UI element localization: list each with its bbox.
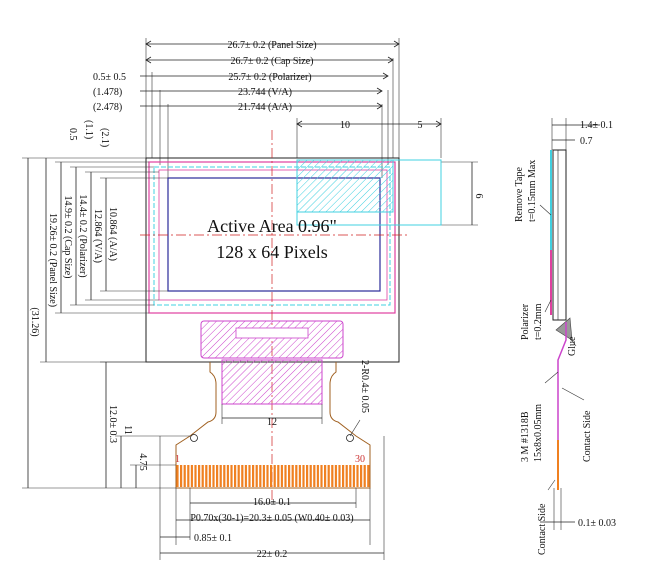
cap-height-label: 14.9± 0.2 (Cap Size) <box>62 196 73 279</box>
width-16-label: 16.0± 0.1 <box>253 497 291 508</box>
cap-width-label: 26.7± 0.2 (Cap Size) <box>231 56 314 67</box>
remove-tape-line2: t=0.15mm Max <box>527 160 538 222</box>
side-fpc <box>557 322 567 485</box>
side-glass <box>552 149 567 321</box>
radius-label: 2-R0.4± 0.05 <box>359 360 370 413</box>
panel-height-label: 19.26± 0.2 (Panel Size) <box>47 213 58 307</box>
width-22-label: 22± 0.2 <box>257 549 288 560</box>
aa-width-label: 21.744 (A/A) <box>238 102 292 113</box>
bottom-dimensions: 16.0± 0.1 P0.70x(30-1)=20.3± 0.05 (W0.40… <box>159 436 385 560</box>
polarizer-line2: t=0.2mm <box>533 303 544 340</box>
dim-6-label: 6 <box>473 194 484 199</box>
dim-21-label: (2.1) <box>99 128 110 147</box>
va-width-label: 23.744 (V/A) <box>238 87 292 98</box>
glue-label: Glue <box>567 336 578 356</box>
side-glue <box>555 317 573 341</box>
polarizer-line1: Polarizer <box>520 303 531 340</box>
dim-10-label: 10 <box>340 120 350 131</box>
fpc-outline <box>175 362 371 489</box>
fpc-hole-left <box>190 434 198 442</box>
va-height-label: 12.864 (V/A) <box>92 209 103 263</box>
active-area <box>167 177 381 292</box>
fpc-width-12-label: 12 <box>267 417 277 428</box>
polarizer-height-label: 14.4± 0.2 (Polarizer) <box>77 194 88 277</box>
side-14-label: 1.4± 0.1 <box>580 120 613 131</box>
va-offset-label: (1.478) <box>93 87 122 98</box>
fpc-475-label: 4.75 <box>137 453 148 471</box>
front-view: Active Area 0.96" 128 x 64 Pixels 1 30 1… <box>140 130 442 500</box>
remove-tape-line1: Remove Tape <box>514 167 525 222</box>
tape-line2: 15x8x0.05mm <box>533 404 544 462</box>
aa-height-label: 10.864 (A/A) <box>107 207 118 261</box>
polarizer-offset-label: 0.5± 0.5 <box>93 72 126 83</box>
remove-tape-hatch <box>296 159 394 213</box>
contact-pins <box>176 465 370 487</box>
pin-30-label: 30 <box>355 454 365 465</box>
side-view: 1.4± 0.1 0.7 Remove Tape t=0.15mm Max Po… <box>514 118 616 555</box>
fpc-stiffener <box>221 359 323 405</box>
fpc-11-label: 11 <box>122 425 133 435</box>
top-dimensions: 26.7± 0.2 (Panel Size) 26.7± 0.2 (Cap Si… <box>93 38 484 226</box>
contact-side-right: Contact Side <box>582 410 593 462</box>
edge-label: 0.85± 0.1 <box>194 533 232 544</box>
side-07-label: 0.7 <box>580 136 593 147</box>
panel-width-label: 26.7± 0.2 (Panel Size) <box>227 40 316 51</box>
left-dimensions: 0.5 (1.1) (2.1) 10.864 (A/A) 12.864 (V/A… <box>22 120 210 489</box>
driver-ic-area <box>200 320 344 359</box>
fpc-12-label: 12.0± 0.3 <box>107 405 118 443</box>
dim-5-label: 5 <box>418 120 423 131</box>
tape-line1: 3 M #1318B <box>520 411 531 462</box>
pin-1-label: 1 <box>175 454 180 465</box>
dim-11-label: (1.1) <box>83 120 94 139</box>
polarizer-width-label: 25.7± 0.2 (Polarizer) <box>228 72 311 83</box>
aa-offset-label: (2.478) <box>93 102 122 113</box>
driver-ic <box>235 327 309 339</box>
total-height-label: (31.26) <box>29 307 40 336</box>
dim-05-label: 0.5 <box>67 128 78 141</box>
side-01-label: 0.1± 0.03 <box>578 518 616 529</box>
contact-side-bottom: Contact Side <box>537 503 548 555</box>
remove-tape-outline <box>296 159 442 226</box>
pitch-label: P0.70x(30-1)=20.3± 0.05 (W0.40± 0.03) <box>190 513 353 524</box>
fpc-hole-right <box>346 434 354 442</box>
